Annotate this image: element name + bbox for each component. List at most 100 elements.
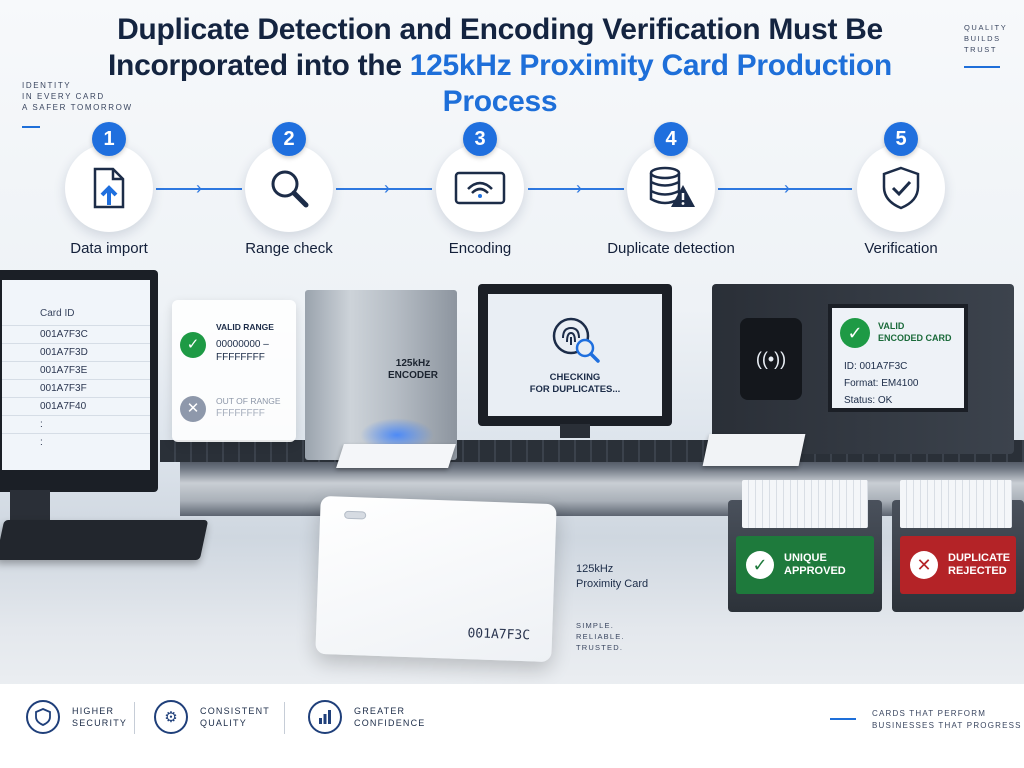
footer-security-2: SECURITY	[72, 718, 128, 728]
card-id-print: 001A7F3C	[467, 626, 531, 644]
shield-check-icon	[882, 166, 920, 210]
card-tagline-3: TRUSTED.	[576, 643, 624, 652]
footer-slogan-1: CARDS THAT PERFORM	[872, 709, 987, 718]
file-upload-icon	[93, 167, 125, 209]
verification-format: Format: EM4100	[844, 378, 919, 389]
out-range-block: OUT OF RANGE FFFFFFFF	[216, 396, 281, 419]
rejected-text-1: DUPLICATE	[948, 552, 1011, 564]
rfid-signal-icon: ((•))	[755, 348, 787, 369]
checking-text-1: CHECKING	[549, 372, 601, 383]
rejected-x-icon: ✕	[910, 551, 938, 579]
step-1-circle: 1	[65, 122, 153, 232]
card-id-row: 001A7F3D	[2, 343, 150, 361]
step-5-label: Verification	[864, 240, 938, 257]
title-line-2-plain: Incorporated into the	[108, 49, 410, 82]
step-1-number: 1	[92, 122, 126, 156]
valid-check-icon: ✓	[180, 332, 206, 358]
tagline-right-2: BUILDS	[964, 34, 1001, 43]
title-line-2-accent: 125kHz Proximity Card Production Process	[409, 49, 893, 118]
footer-item-security: HIGHER SECURITY	[26, 700, 127, 734]
card-tagline-2: RELIABLE.	[576, 632, 625, 641]
tagline-right-1: QUALITY	[964, 23, 1008, 32]
rfid-reader: ((•))	[740, 318, 802, 400]
footer-slogan: CARDS THAT PERFORM BUSINESSES THAT PROGR…	[872, 708, 1022, 732]
footer-item-confidence: GREATER CONFIDENCE	[308, 700, 426, 734]
arrow-2-3-icon: ›	[384, 178, 390, 198]
card-id-header: Card ID	[40, 308, 75, 319]
rejected-text: DUPLICATE REJECTED	[948, 552, 1010, 578]
footer-confidence-text: GREATER CONFIDENCE	[354, 705, 426, 729]
footer-quality-2: QUALITY	[200, 718, 247, 728]
step-data-import: 1 Data import	[34, 122, 184, 257]
title-line-2: Incorporated into the 125kHz Proximity C…	[60, 48, 940, 120]
step-range-check: 2 Range check	[214, 122, 364, 257]
footer-confidence-1: GREATER	[354, 706, 406, 716]
card-id-row: :	[2, 433, 150, 451]
card-caption-2: Proximity Card	[576, 578, 649, 590]
card-slot	[344, 510, 367, 520]
tagline-left-2: IN EVERY CARD	[22, 92, 105, 101]
valid-range-block: VALID RANGE 00000000 – FFFFFFFF	[216, 322, 274, 364]
step-4-label: Duplicate detection	[607, 240, 735, 257]
step-4-number: 4	[654, 122, 688, 156]
card-id-monitor: Card ID 001A7F3C 001A7F3D 001A7F3E 001A7…	[0, 270, 158, 492]
page-title: Duplicate Detection and Encoding Verific…	[60, 12, 940, 120]
fingerprint-search-icon	[552, 317, 600, 363]
rfid-card-icon	[454, 171, 506, 205]
card-at-verification	[702, 434, 806, 466]
checking-text: CHECKING FOR DUPLICATES...	[530, 372, 621, 396]
card-tagline-1: SIMPLE.	[576, 621, 614, 630]
footer-item-quality: ⚙ CONSISTENT QUALITY	[154, 700, 270, 734]
card-caption-1: 125kHz	[576, 563, 614, 575]
card-id-row: 001A7F3F	[2, 379, 150, 397]
footer-quality-1: CONSISTENT	[200, 706, 271, 716]
rejected-text-2: REJECTED	[948, 565, 1007, 577]
verification-id: ID: 001A7F3C	[844, 361, 908, 372]
rejected-bin: ✕ DUPLICATE REJECTED	[892, 480, 1024, 612]
rejected-card-stack	[900, 480, 1012, 528]
card-id-row: :	[2, 415, 150, 433]
step-3-number: 3	[463, 122, 497, 156]
step-2-circle: 2	[245, 122, 333, 232]
valid-range-end: FFFFFFFF	[216, 352, 265, 363]
approved-text-2: APPROVED	[784, 565, 846, 577]
approved-label: ✓ UNIQUE APPROVED	[736, 536, 874, 594]
footer-security-1: HIGHER	[72, 706, 115, 716]
footer-divider	[134, 702, 135, 734]
footer-right-divider	[830, 718, 856, 720]
verification-status-2: ENCODED CARD	[878, 333, 952, 343]
gear-icon: ⚙	[154, 700, 188, 734]
approved-text-1: UNIQUE	[784, 552, 827, 564]
card-tagline: SIMPLE. RELIABLE. TRUSTED.	[576, 620, 625, 653]
keyboard	[0, 520, 209, 560]
verification-details: ID: 001A7F3C Format: EM4100 Status: OK	[844, 358, 918, 409]
card-id-row: 001A7F40	[2, 397, 150, 415]
step-2-number: 2	[272, 122, 306, 156]
arrow-1-2-icon: ›	[196, 178, 202, 198]
tagline-right-divider	[964, 66, 1000, 68]
step-5-circle: 5	[857, 122, 945, 232]
approved-bin: ✓ UNIQUE APPROVED	[728, 480, 882, 612]
bar-chart-icon	[308, 700, 342, 734]
card-caption: 125kHz Proximity Card	[576, 562, 648, 592]
connector-3-4	[528, 188, 624, 190]
valid-card-check-icon: ✓	[840, 318, 870, 348]
verification-status: VALID ENCODED CARD	[878, 320, 952, 344]
card-on-conveyor	[336, 444, 456, 468]
tagline-right: QUALITY BUILDS TRUST	[964, 22, 1007, 55]
valid-range-label: VALID RANGE	[216, 322, 274, 332]
step-4-circle: 4	[627, 122, 715, 232]
card-id-screen: Card ID 001A7F3C 001A7F3D 001A7F3E 001A7…	[2, 280, 150, 470]
duplicate-check-screen: CHECKING FOR DUPLICATES...	[488, 294, 662, 416]
footer-confidence-2: CONFIDENCE	[354, 718, 426, 728]
connector-4-5	[718, 188, 852, 190]
tagline-left: IDENTITY IN EVERY CARD A SAFER TOMORROW	[22, 80, 133, 113]
step-encoding: 3 Encoding	[405, 122, 555, 257]
verification-result: Status: OK	[844, 395, 893, 406]
arrow-4-5-icon: ›	[784, 178, 790, 198]
middle-monitor-stand	[560, 424, 590, 438]
card-id-row: 001A7F3C	[2, 325, 150, 343]
connector-1-2	[156, 188, 242, 190]
step-3-label: Encoding	[448, 240, 512, 257]
card-id-row: 001A7F3E	[2, 361, 150, 379]
